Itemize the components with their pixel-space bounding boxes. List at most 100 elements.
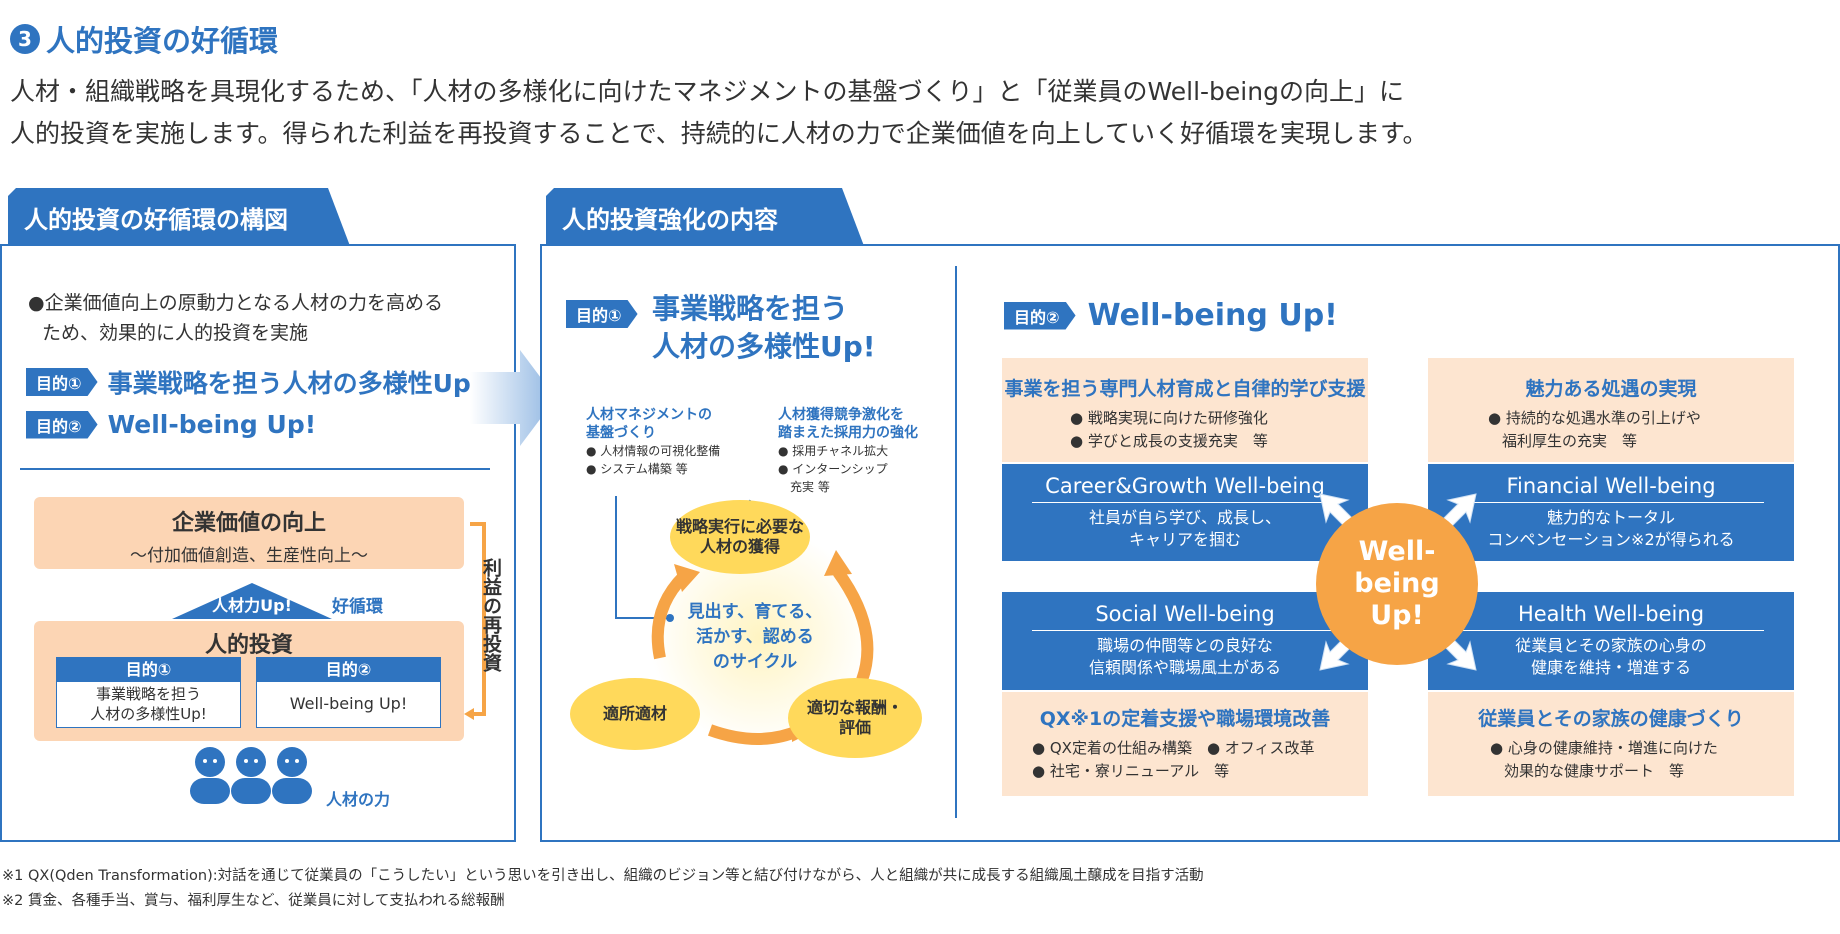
left-bullet-line-1: ●企業価値向上の原動力となる人材の力を高める bbox=[28, 292, 444, 314]
up-arrow-icon bbox=[172, 583, 332, 619]
invest-goal2-card: 目的② Well-being Up! bbox=[256, 657, 441, 728]
left-goal2: 目的② Well-being Up! bbox=[26, 410, 316, 439]
left-bullet-line-2: ため、効果的に人的投資を実施 bbox=[42, 322, 309, 344]
section-number-badge: 3 bbox=[10, 24, 40, 54]
left-divider bbox=[20, 468, 490, 470]
g2-title: Well-being Up! bbox=[1087, 298, 1338, 333]
section-title-text: 人的投資の好循環 bbox=[46, 24, 279, 58]
q3-item-1: ● QX定着の仕組み構築 ● オフィス改革 bbox=[1032, 739, 1315, 757]
left-goal1-label: 目的① bbox=[26, 368, 98, 396]
invest-goal1-line-2: 人材の多様性Up! bbox=[90, 705, 207, 723]
footnotes: ※1 QX(Qden Transformation):対話を通じて従業員の「こう… bbox=[2, 864, 1204, 914]
q4-desc-2: 健康を維持・増進する bbox=[1530, 658, 1691, 677]
hire-block: 人材獲得競争激化を 踏まえた採用力の強化 ● 採用チャネル拡大 ● インターンシ… bbox=[778, 406, 918, 496]
left-goal2-label: 目的② bbox=[26, 411, 98, 439]
left-bullet: ●企業価値向上の原動力となる人材の力を高める ため、効果的に人的投資を実施 bbox=[28, 288, 443, 348]
q3-box: Social Well-being 職場の仲間等との良好な 信頼関係や職場風土が… bbox=[1002, 592, 1368, 690]
q3-desc-1: 職場の仲間等との良好な bbox=[1097, 636, 1273, 655]
q3-title: QX※1の定着支援や職場環境改善 bbox=[1039, 708, 1331, 730]
q1-item-1: ● 戦略実現に向けた研修強化 bbox=[1070, 409, 1268, 427]
footnote-1: ※1 QX(Qden Transformation):対話を通じて従業員の「こう… bbox=[2, 868, 1204, 884]
q4-title: 従業員とその家族の健康づくり bbox=[1478, 708, 1744, 730]
hire-item-3: 充実 等 bbox=[778, 480, 830, 494]
cycle-right-line-1: 適切な報酬・ bbox=[806, 698, 903, 717]
cycle-top-line-2: 人材の獲得 bbox=[699, 537, 780, 556]
people-icon bbox=[190, 747, 312, 804]
mgmt-item-1: ● 人材情報の可視化整備 bbox=[586, 444, 721, 458]
invest-goal1-head: 目的① bbox=[57, 658, 240, 682]
right-divider bbox=[955, 266, 957, 818]
cycle-right-node: 適切な報酬・ 評価 bbox=[788, 678, 922, 758]
cycle-center-line-2: 活かす、認める bbox=[696, 627, 814, 647]
q4-item-1: ● 心身の健康維持・増進に向けた bbox=[1490, 739, 1718, 757]
q1-head: Career&Growth Well-being bbox=[1045, 474, 1325, 498]
left-tab: 人的投資の好循環の構図 bbox=[8, 188, 350, 246]
cycle-center-line-3: のサイクル bbox=[712, 652, 798, 672]
invest-goal1-card: 目的① 事業戦略を担う 人材の多様性Up! bbox=[56, 657, 241, 728]
q1-box: Career&Growth Well-being 社員が自ら学び、成長し、 キャ… bbox=[1002, 464, 1368, 561]
g2-header: 目的② Well-being Up! bbox=[1004, 298, 1338, 333]
mgmt-block: 人材マネジメントの 基盤づくり ● 人材情報の可視化整備 ● システム構築 等 bbox=[586, 406, 720, 478]
q2-item-2: 福利厚生の充実 等 bbox=[1502, 432, 1638, 450]
arrow-label: 人材力Up! bbox=[212, 596, 292, 615]
g1-title-line-1: 事業戦略を担う bbox=[652, 292, 849, 325]
mgmt-item-2: ● システム構築 等 bbox=[586, 462, 688, 476]
q1-item-2: ● 学びと成長の支援充実 等 bbox=[1070, 432, 1268, 450]
g1-title: 事業戦略を担う 人材の多様性Up! bbox=[652, 290, 876, 366]
cycle-top-line-1: 戦略実行に必要な bbox=[675, 517, 804, 536]
right-arrow-icon bbox=[470, 350, 556, 446]
q1-divider bbox=[1032, 502, 1338, 503]
cycle-left-node: 適所適材 bbox=[570, 678, 700, 750]
q1-desc-1: 社員が自ら学び、成長し、 bbox=[1088, 508, 1281, 527]
q1-top: 事業を担う専門人材育成と自律的学び支援 ● 戦略実現に向けた研修強化 ● 学びと… bbox=[1002, 358, 1368, 462]
people-label: 人材の力 bbox=[326, 790, 391, 809]
value-sub: ～付加価値創造、生産性向上～ bbox=[130, 546, 368, 566]
g1-label: 目的① bbox=[566, 300, 638, 328]
wellbeing-up-line-2: Up! bbox=[1370, 600, 1424, 631]
invest-title: 人的投資 bbox=[204, 633, 293, 658]
q2-item-1: ● 持続的な処遇水準の引上げや bbox=[1488, 409, 1701, 427]
cycle-center-line-1: 見出す、育てる、 bbox=[687, 602, 823, 622]
q4-bottom: 従業員とその家族の健康づくり ● 心身の健康維持・増進に向けた 効果的な健康サポ… bbox=[1428, 692, 1794, 796]
q4-divider bbox=[1458, 630, 1764, 631]
q1-desc-2: キャリアを掴む bbox=[1128, 530, 1241, 549]
q4-head: Health Well-being bbox=[1517, 602, 1705, 626]
reinvest-bracket-icon bbox=[464, 522, 486, 720]
g1-title-line-2: 人材の多様性Up! bbox=[652, 330, 876, 363]
q4-box: Health Well-being 従業員とその家族の心身の 健康を維持・増進す… bbox=[1428, 592, 1794, 690]
hire-item-1: ● 採用チャネル拡大 bbox=[778, 444, 889, 458]
value-title: 企業価値の向上 bbox=[171, 511, 326, 536]
hire-title-2: 踏まえた採用力の強化 bbox=[778, 425, 918, 441]
q3-divider bbox=[1032, 630, 1338, 631]
cycle-label: 好循環 bbox=[332, 597, 383, 617]
q2-desc-2: コンペンセーション※2が得られる bbox=[1487, 530, 1735, 549]
q2-divider bbox=[1458, 502, 1764, 503]
q3-desc-2: 信頼関係や職場風土がある bbox=[1088, 658, 1281, 677]
value-box: 企業価値の向上 ～付加価値創造、生産性向上～ bbox=[34, 497, 464, 569]
cycle-top-node: 戦略実行に必要な 人材の獲得 bbox=[670, 500, 810, 574]
q2-desc-1: 魅力的なトータル bbox=[1546, 508, 1675, 527]
invest-goal2-text: Well-being Up! bbox=[289, 694, 408, 713]
q3-head: Social Well-being bbox=[1095, 602, 1275, 626]
invest-goal1-line-1: 事業戦略を担う bbox=[95, 685, 201, 703]
g1-label-wrap: 目的① bbox=[566, 300, 638, 328]
q4-desc-1: 従業員とその家族の心身の bbox=[1515, 636, 1707, 655]
left-goal2-text: Well-being Up! bbox=[107, 410, 317, 439]
intro-line-2: 人的投資を実施します。得られた利益を再投資することで、持続的に人材の力で企業価値… bbox=[10, 119, 1428, 148]
mgmt-title-1: 人材マネジメントの bbox=[586, 407, 712, 423]
right-tab: 人的投資強化の内容 bbox=[546, 188, 864, 246]
footnote-2: ※2 賃金、各種手当、賞与、福利厚生など、従業員に対して支払われる総報酬 bbox=[2, 893, 505, 909]
mgmt-title-2: 基盤づくり bbox=[586, 425, 656, 441]
q3-item-2: ● 社宅・寮リニューアル 等 bbox=[1032, 762, 1230, 780]
reinvest-label: 利益の再投資 bbox=[480, 558, 502, 672]
invest-goal2-head: 目的② bbox=[257, 658, 440, 682]
hire-item-2: ● インターンシップ bbox=[778, 462, 888, 476]
wellbeing-up-line-1: Well-being bbox=[1354, 536, 1440, 599]
q1-title: 事業を担う専門人材育成と自律的学び支援 bbox=[1004, 378, 1366, 400]
left-goal1: 目的① 事業戦略を担う人材の多様性Up! bbox=[26, 364, 482, 400]
g2-label: 目的② bbox=[1004, 302, 1076, 330]
q4-item-2: 効果的な健康サポート 等 bbox=[1504, 762, 1685, 780]
intro-line-1: 人材・組織戦略を具現化するため、「人材の多様化に向けたマネジメントの基盤づくり」… bbox=[10, 77, 1404, 106]
invest-goal1-text: 事業戦略を担う 人材の多様性Up! bbox=[57, 684, 240, 724]
section-title: 3 人的投資の好循環 bbox=[10, 18, 278, 60]
